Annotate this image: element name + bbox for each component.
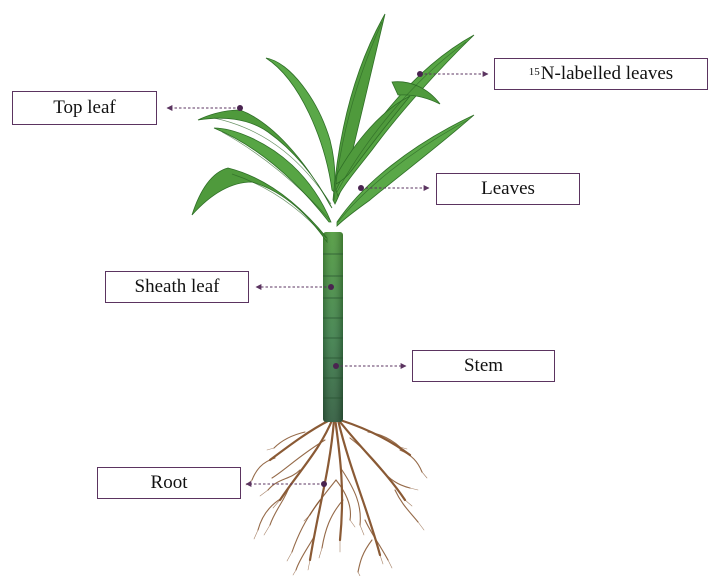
- label-top-leaf: Top leaf: [12, 91, 157, 125]
- root-system: [246, 418, 427, 576]
- label-leaves: Leaves: [436, 173, 580, 205]
- label-sheath-leaf-text: Sheath leaf: [135, 276, 220, 298]
- label-top-leaf-text: Top leaf: [53, 97, 116, 119]
- label-leaves-text: Leaves: [481, 178, 535, 200]
- leaf-right-lower: [337, 115, 474, 226]
- label-sheath-leaf: Sheath leaf: [105, 271, 249, 303]
- leaf-left-upper: [266, 58, 335, 192]
- label-root-text: Root: [151, 472, 188, 494]
- leaves: [192, 14, 474, 242]
- label-stem: Stem: [412, 350, 555, 382]
- label-root: Root: [97, 467, 241, 499]
- stem: [323, 232, 343, 422]
- leaf-left-lower: [192, 168, 327, 242]
- label-stem-text: Stem: [464, 355, 503, 377]
- label-n15-text: N-labelled leaves: [541, 63, 673, 85]
- label-n15-superscript: 15: [529, 66, 540, 78]
